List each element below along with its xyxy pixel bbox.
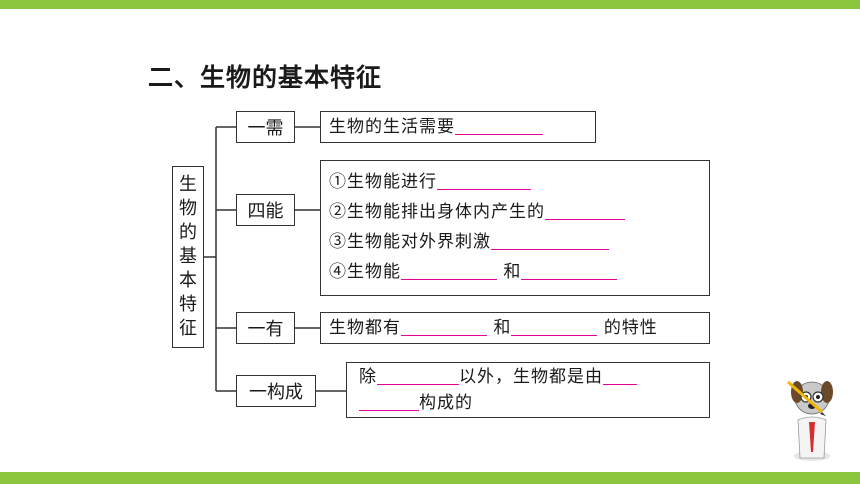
root-char: 基 (179, 246, 197, 267)
bottom-accent-bar (0, 472, 860, 484)
fill-blank[interactable] (401, 315, 487, 336)
content-line: 除 以外，生物都是由 (359, 363, 709, 390)
fill-blank[interactable] (359, 390, 419, 411)
dog-mascot-icon (787, 380, 833, 461)
content-line: ③生物能对外界刺激 (329, 227, 709, 257)
branch-label-has: 一有 (236, 312, 295, 344)
root-char: 的 (179, 222, 197, 243)
content-line: ②生物能排出身体内产生的 (329, 197, 709, 227)
branch-label-composition: 一构成 (236, 375, 316, 407)
content-text: ②生物能排出身体内产生的 (329, 202, 545, 222)
root-char: 物 (179, 198, 197, 219)
top-accent-bar (0, 0, 860, 9)
content-line: 构成的 (359, 390, 709, 417)
branch-label-abilities: 四能 (236, 194, 295, 226)
content-text: 生物的生活需要 (329, 117, 455, 137)
content-text: 的特性 (603, 318, 658, 338)
fill-blank[interactable] (491, 229, 609, 250)
branch-content-needs: 生物的生活需要 (320, 111, 596, 143)
fill-blank[interactable] (545, 199, 625, 220)
content-text: 生物都有 (329, 318, 401, 338)
fill-blank[interactable] (377, 364, 459, 385)
fill-blank[interactable] (401, 259, 497, 280)
fill-blank[interactable] (603, 364, 637, 385)
root-char: 征 (179, 318, 197, 339)
fill-blank[interactable] (455, 114, 543, 135)
content-text: 构成的 (419, 393, 473, 413)
content-text: ③生物能对外界刺激 (329, 232, 491, 252)
content-text: 除 (359, 367, 377, 387)
root-char: 本 (179, 270, 197, 291)
root-char: 生 (179, 174, 197, 195)
content-text: ①生物能进行 (329, 172, 437, 192)
content-line: ①生物能进行 (329, 167, 709, 197)
branch-content-composition: 除 以外，生物都是由 构成的 (346, 362, 710, 418)
content-text: ④生物能 (329, 262, 401, 282)
content-line: ④生物能 和 (329, 257, 709, 287)
branch-content-abilities: ①生物能进行 ②生物能排出身体内产生的 ③生物能对外界刺激 ④生物能 和 (320, 160, 710, 296)
branch-label-needs: 一需 (236, 111, 295, 143)
branch-content-has: 生物都有 和 的特性 (320, 312, 710, 344)
content-text: 和 (493, 318, 512, 338)
fill-blank[interactable] (511, 315, 598, 336)
section-title: 二、生物的基本特征 (148, 63, 383, 92)
content-text: 和 (503, 262, 522, 282)
root-char: 特 (179, 294, 197, 315)
content-line: 生物的生活需要 (329, 112, 595, 142)
fill-blank[interactable] (521, 259, 618, 280)
root-node: 生 物 的 基 本 特 征 (172, 166, 204, 348)
content-text: 以外，生物都是由 (459, 367, 603, 387)
content-line: 生物都有 和 的特性 (329, 313, 709, 343)
fill-blank[interactable] (437, 169, 531, 190)
